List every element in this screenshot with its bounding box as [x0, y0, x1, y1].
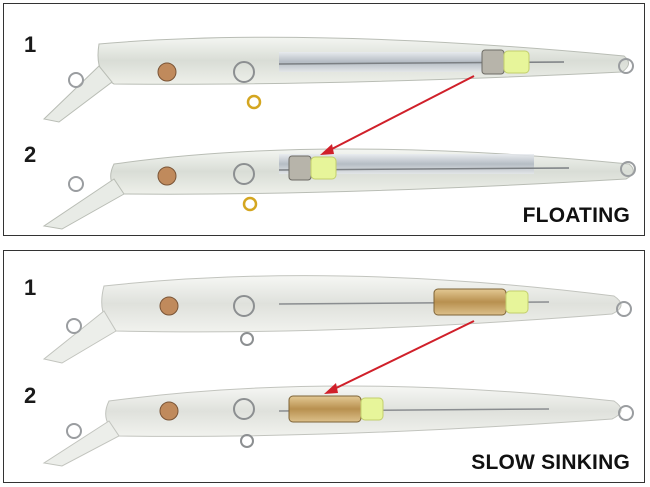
lure-1 — [42, 36, 634, 123]
lure-number-1: 1 — [24, 275, 37, 300]
weight-arrow-icon — [324, 320, 475, 394]
floating-lures-image — [42, 36, 636, 230]
lure-2 — [42, 385, 634, 467]
floating-panel: 1 2 FLOATING — [3, 3, 645, 236]
lure-number-2: 2 — [24, 383, 37, 408]
lure-1 — [42, 275, 632, 364]
weight-arrow-icon — [320, 75, 475, 155]
panel-label: SLOW SINKING — [471, 451, 630, 474]
lure-number-2: 2 — [24, 142, 37, 167]
panel-label: FLOATING — [522, 204, 630, 227]
lure-number-1: 1 — [24, 32, 37, 57]
slow-sinking-panel: 1 2 SLOW SINKING — [3, 250, 645, 483]
lure-2 — [42, 148, 636, 230]
sinking-lures-image — [42, 275, 634, 467]
